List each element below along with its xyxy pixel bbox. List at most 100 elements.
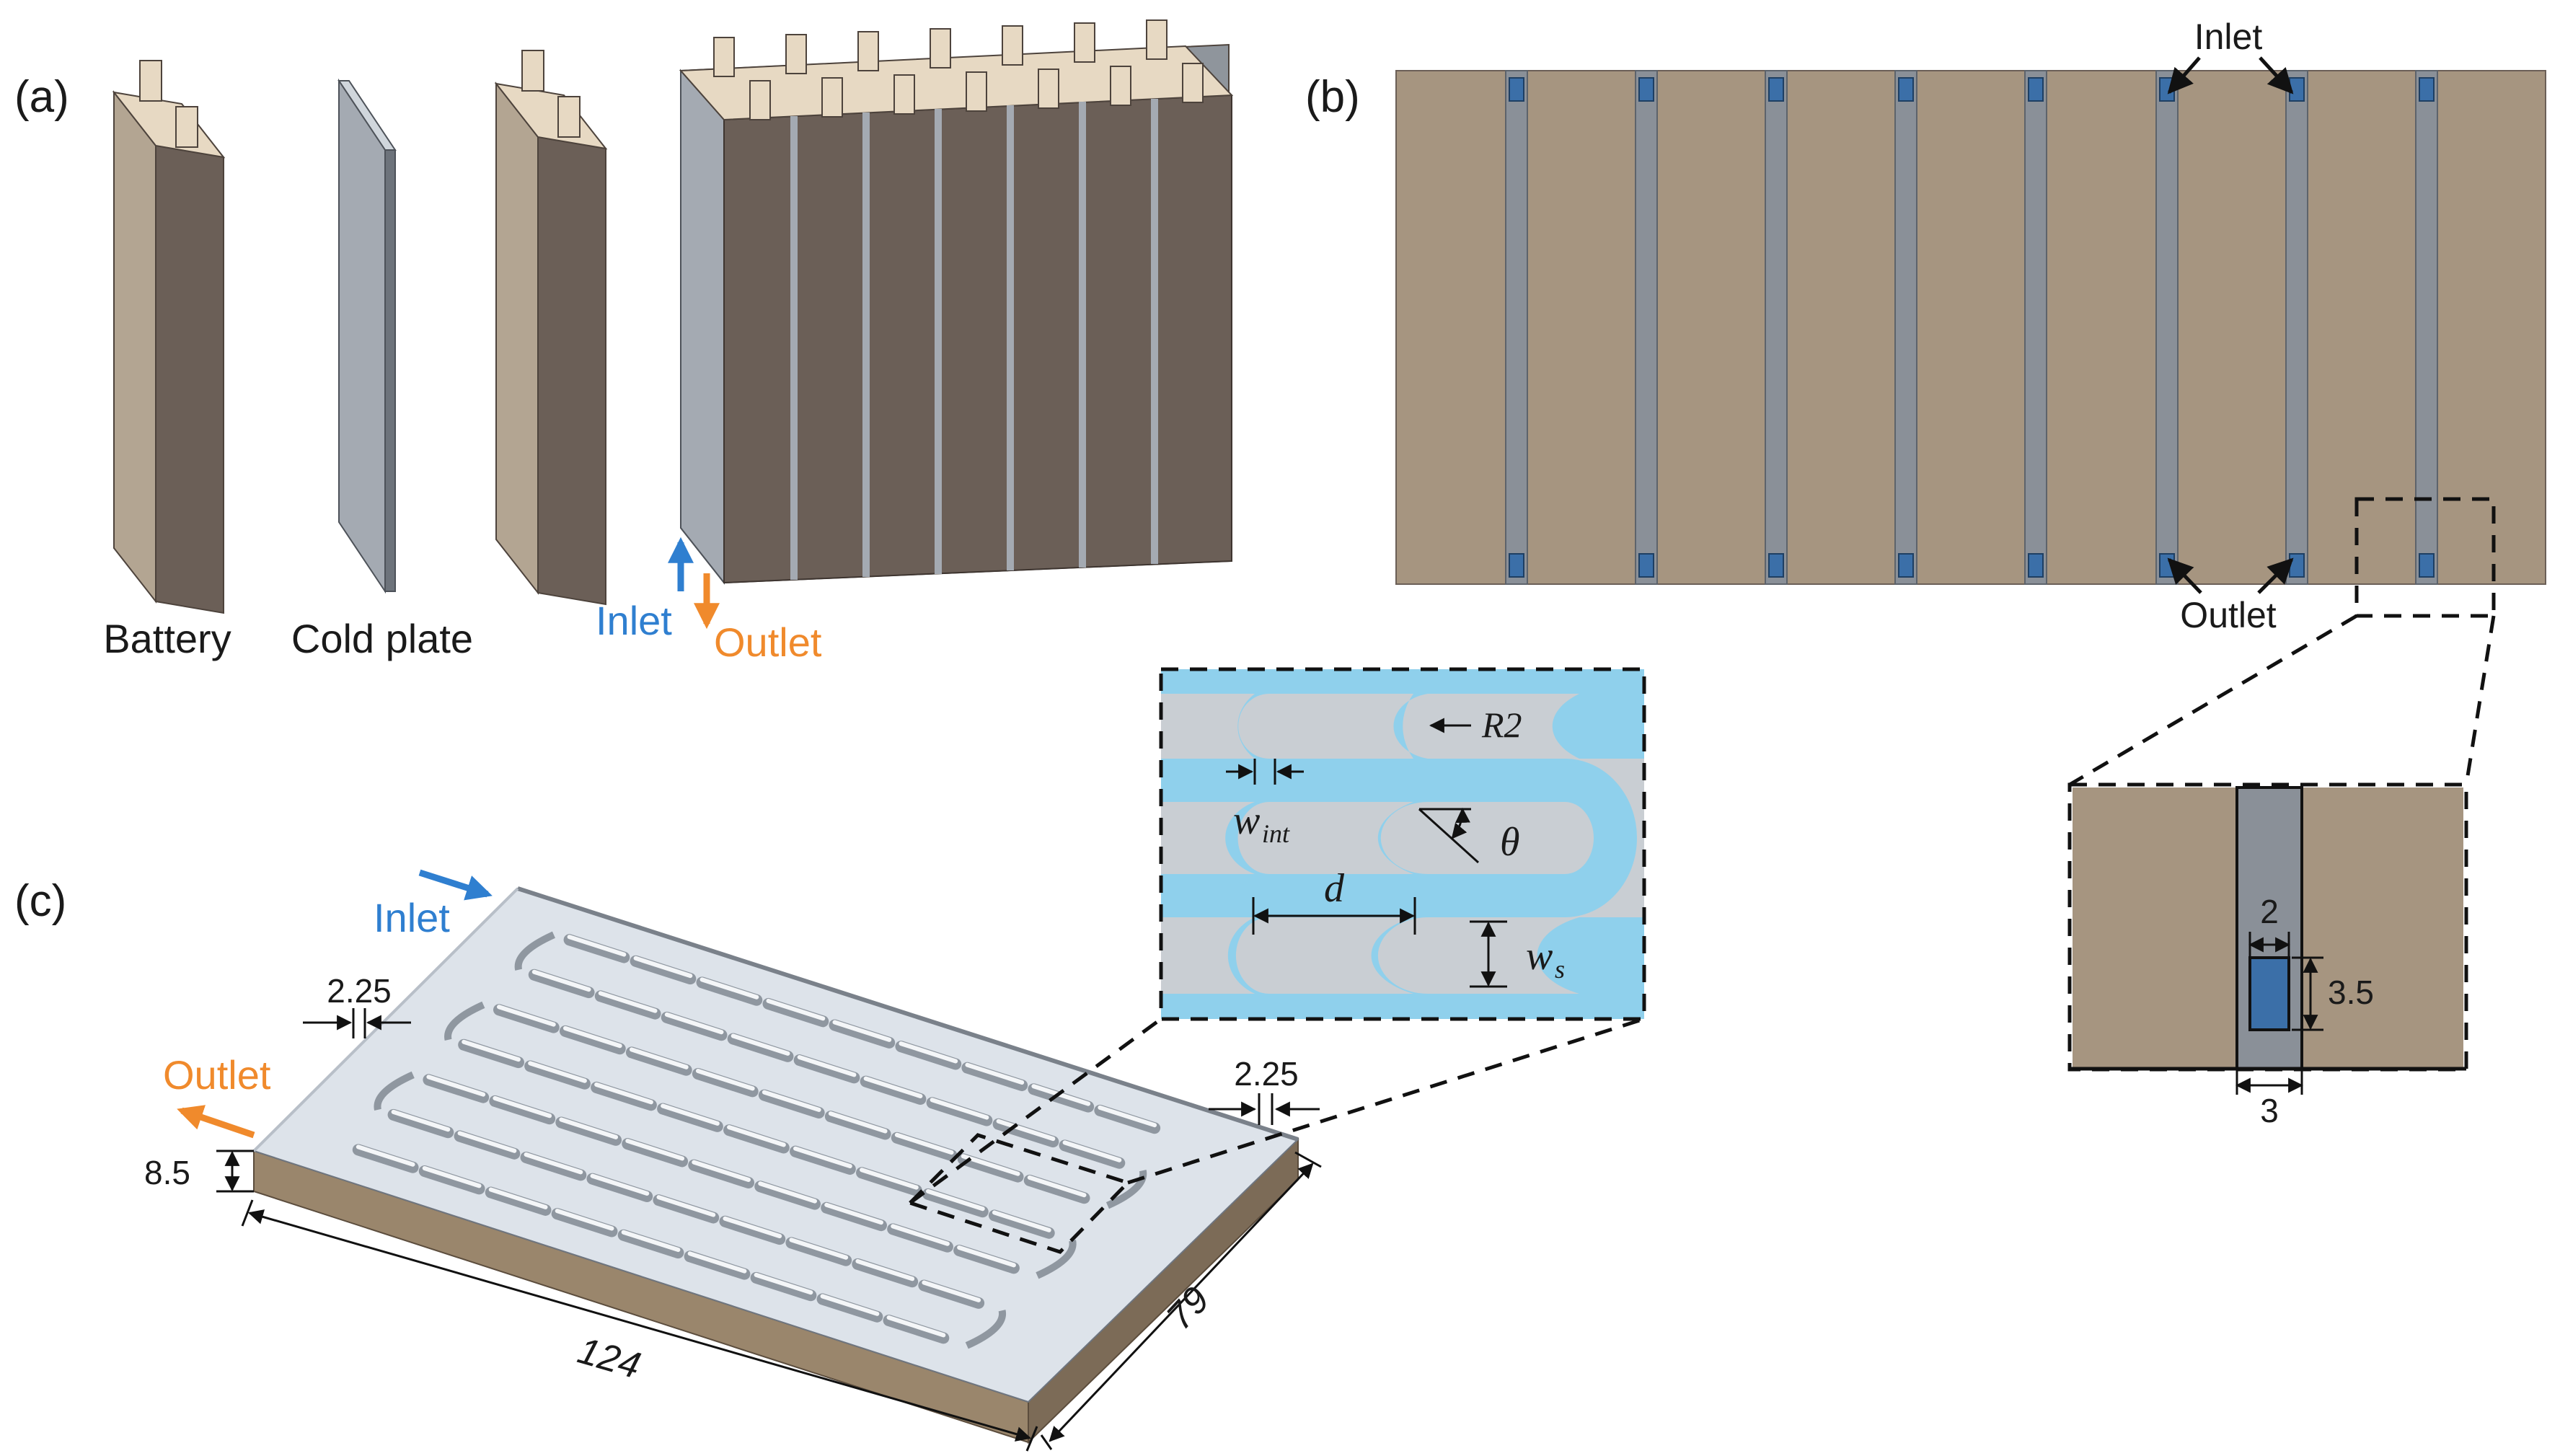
top-view-inlet-port xyxy=(2289,77,2305,102)
channel-fin-highlight xyxy=(391,1109,451,1132)
channel-u-turn xyxy=(374,1071,415,1111)
cold-plate-3d xyxy=(252,886,1299,1444)
module-outlet-label: Outlet xyxy=(714,619,822,665)
channel-fin xyxy=(790,1145,856,1175)
channel-fin xyxy=(754,1181,821,1210)
channel-fin xyxy=(630,955,697,985)
channel-fin xyxy=(622,1138,689,1168)
port-width-dim: 2 xyxy=(2260,893,2279,930)
channel-fin-highlight xyxy=(493,1095,552,1119)
top-view-outlet-port xyxy=(2159,553,2175,578)
panel-b-tag: (b) xyxy=(1305,72,1360,122)
wall-interval-symbol: w xyxy=(1233,798,1260,843)
channel-fin xyxy=(458,1038,524,1069)
channel-fin xyxy=(824,1111,891,1140)
channel-fin xyxy=(657,1103,723,1132)
channel-fin-highlight xyxy=(426,1075,486,1097)
channel-fin xyxy=(555,1116,622,1146)
top-view-cold-plate xyxy=(1894,70,1917,585)
plate-thickness-dim: 3 xyxy=(2260,1092,2279,1129)
panel-a: (a) Battery Cold plate xyxy=(14,19,1234,665)
top-view-outlet-port xyxy=(2028,553,2044,578)
top-view-outlet-port xyxy=(2289,553,2305,578)
plate-inlet-arrow xyxy=(418,869,493,901)
channel-fin-highlight xyxy=(731,1033,790,1056)
channel-fin-highlight xyxy=(594,1082,653,1105)
channel-fin xyxy=(454,1130,521,1160)
battery-cell-2 xyxy=(494,50,608,606)
channel-fin-highlight xyxy=(899,1041,958,1064)
channel-detail-inset: R2 w int θ d w s xyxy=(1159,667,1646,1021)
channel-width-symbol: w xyxy=(1526,934,1553,979)
channel-fin-highlight xyxy=(664,1012,724,1035)
channel-fin-highlight xyxy=(562,1025,622,1049)
pitch-symbol: d xyxy=(1324,866,1345,911)
channel-fin xyxy=(493,1004,560,1033)
channel-fin xyxy=(696,976,763,1006)
top-view-outlet-port xyxy=(1638,553,1654,578)
channel-fin-highlight xyxy=(793,1146,852,1169)
channel-fin-highlight xyxy=(528,1061,587,1083)
channel-width-subscript: s xyxy=(1555,955,1565,984)
fillet-radius-label: R2 xyxy=(1481,705,1522,745)
channel-fin-highlight xyxy=(531,969,591,992)
channel-fin xyxy=(594,990,661,1020)
channel-fin xyxy=(387,1108,454,1139)
wall-thickness-left-dim: 2.25 xyxy=(327,972,392,1010)
channel-fin xyxy=(352,1144,419,1173)
channel-fin-highlight xyxy=(497,1005,556,1027)
channel-fin-highlight xyxy=(965,1062,1025,1085)
top-view-inlet-port xyxy=(1638,77,1654,102)
channel-fin xyxy=(520,1152,587,1181)
channel-fin xyxy=(625,1046,692,1076)
panel-b: (b) Inlet Outlet 2 3.5 xyxy=(1305,17,2546,1129)
channel-fin-highlight xyxy=(457,1131,517,1153)
cold-plate xyxy=(337,78,397,594)
top-view-inlet-port xyxy=(1768,77,1784,102)
channel-fin-highlight xyxy=(692,1160,751,1183)
channel-fin xyxy=(688,1159,755,1189)
panel-c: (c) Inlet Outlet 2.25 2.25 xyxy=(14,667,1646,1452)
plate-outlet-label: Outlet xyxy=(163,1052,271,1098)
channel-fin-highlight xyxy=(524,1152,583,1175)
top-view-inlet-port xyxy=(2419,77,2435,102)
top-view-outlet-port xyxy=(2419,553,2435,578)
channel-fin xyxy=(723,1124,790,1154)
channel-fin-highlight xyxy=(860,1168,919,1190)
panel-c-tag: (c) xyxy=(14,876,66,926)
cold-plate-label: Cold plate xyxy=(291,616,473,661)
channel-fin xyxy=(992,1118,1059,1148)
plate-outlet-arrow xyxy=(177,1105,255,1139)
channel-fin-highlight xyxy=(695,1069,755,1091)
channel-fin xyxy=(793,1054,860,1084)
top-view-cold-plate xyxy=(2285,70,2308,585)
channel-fin-highlight xyxy=(1098,1105,1157,1128)
channel-fin xyxy=(528,969,595,999)
channel-fin-highlight xyxy=(863,1076,923,1098)
channel-fin-highlight xyxy=(766,998,826,1021)
plate-thickness-dim: 8.5 xyxy=(144,1154,190,1191)
channel-fin xyxy=(895,1041,962,1070)
channel-fin-highlight xyxy=(758,1181,817,1204)
channel-fin-highlight xyxy=(832,1020,892,1042)
channel-fin xyxy=(957,1153,1024,1183)
wall-interval-subscript: int xyxy=(1262,819,1290,848)
channel-fin xyxy=(1094,1104,1161,1134)
zoom-box-b xyxy=(2354,497,2496,618)
top-view-cold-plate xyxy=(2415,70,2438,585)
channel-fin xyxy=(418,1165,485,1195)
channel-u-turn xyxy=(514,931,555,971)
channel-fin-highlight xyxy=(727,1125,786,1147)
channel-fin-highlight xyxy=(488,1187,548,1209)
channel-fin-highlight xyxy=(625,1139,685,1161)
top-view-cold-plate xyxy=(2155,70,2179,585)
top-view-outlet-port xyxy=(1509,553,1524,578)
channel-fin-highlight xyxy=(961,1154,1020,1176)
panel-a-tag: (a) xyxy=(14,72,69,122)
top-view-cold-plates xyxy=(1505,70,2438,585)
channel-fin-highlight xyxy=(629,1047,689,1069)
channel-fin-highlight xyxy=(356,1144,415,1167)
channel-fin xyxy=(423,1074,490,1103)
channel-fin-highlight xyxy=(567,935,627,957)
